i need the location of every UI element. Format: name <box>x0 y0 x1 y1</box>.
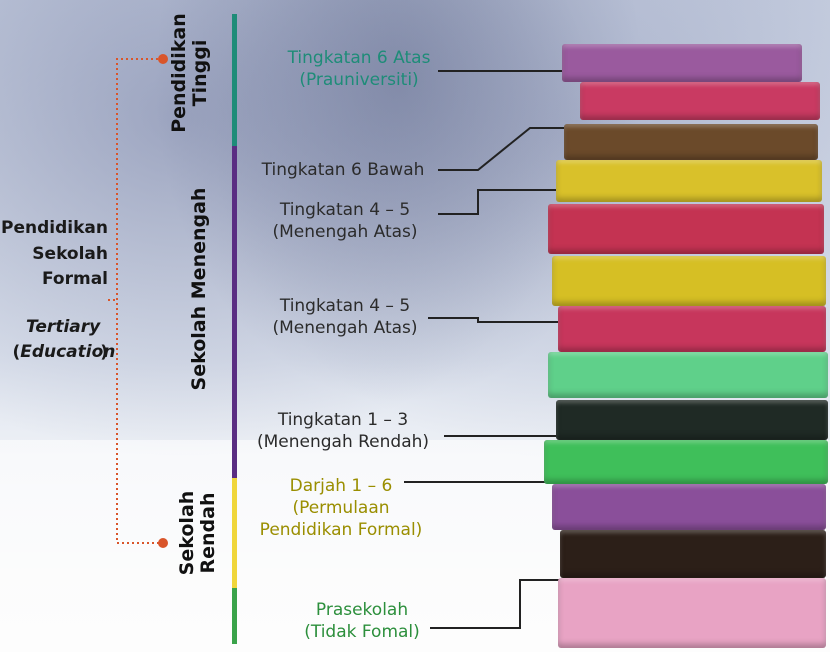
book-1 <box>562 44 802 82</box>
connector-dot-bottom <box>158 538 168 548</box>
bar-menengah <box>232 146 237 478</box>
book-10 <box>544 440 828 484</box>
section-label-rendah: Sekolah Rendah <box>177 483 223 583</box>
section-label-menengah: Sekolah Menengah <box>189 179 215 399</box>
section-label-tinggi: Pendidikan Tinggi <box>169 13 215 133</box>
book-12 <box>560 530 826 578</box>
connector-dot-top <box>158 54 168 64</box>
book-6 <box>552 256 826 306</box>
book-5 <box>548 204 824 254</box>
book-3 <box>564 124 818 160</box>
book-2 <box>580 82 820 120</box>
book-7 <box>558 306 826 352</box>
level-label-4-5-b: Tingkatan 4 – 5 (Menengah Atas) <box>262 296 428 340</box>
level-label-4-5-a: Tingkatan 4 – 5 (Menengah Atas) <box>262 200 428 244</box>
level-label-prasekolah: Prasekolah (Tidak Fomal) <box>294 600 430 644</box>
bar-prasekolah <box>232 588 237 644</box>
book-11 <box>552 484 826 530</box>
book-13 <box>558 578 826 648</box>
book-9 <box>556 400 828 440</box>
level-label-6-bawah: Tingkatan 6 Bawah <box>250 160 436 182</box>
level-label-6-atas: Tingkatan 6 Atas (Prauniversiti) <box>278 48 440 92</box>
book-4 <box>556 160 822 202</box>
book-8 <box>548 352 828 398</box>
bar-rendah <box>232 478 237 588</box>
level-label-darjah: Darjah 1 – 6 (Permulaan Pendidikan Forma… <box>252 476 430 541</box>
level-label-1-3: Tingkatan 1 – 3 (Menengah Rendah) <box>242 410 444 454</box>
bar-tinggi <box>232 14 237 146</box>
